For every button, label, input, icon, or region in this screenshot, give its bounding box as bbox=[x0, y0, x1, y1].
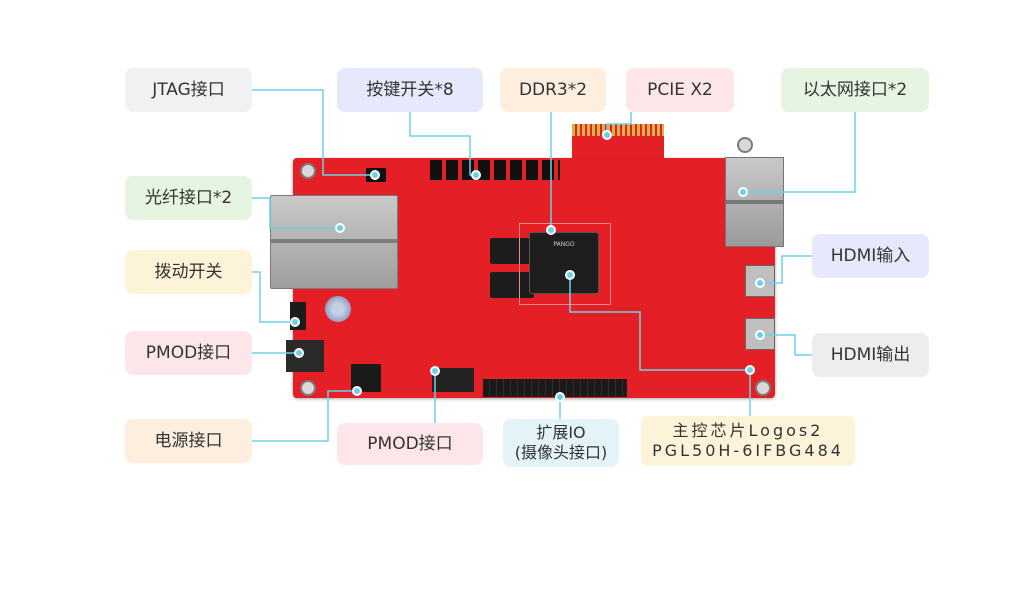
mount-hole-icon bbox=[300, 163, 316, 179]
marker-dot bbox=[602, 130, 612, 140]
mount-hole-icon bbox=[737, 137, 753, 153]
marker-dot bbox=[294, 348, 304, 358]
marker-dot bbox=[430, 366, 440, 376]
expansion-header bbox=[483, 379, 627, 397]
marker-dot bbox=[546, 225, 556, 235]
fpga-outline bbox=[519, 223, 611, 305]
label-expansion-line2: (摄像头接口) bbox=[514, 443, 608, 462]
label-expansion-line1: 扩展IO bbox=[536, 423, 586, 442]
leader-chip bbox=[569, 275, 750, 371]
marker-dot bbox=[352, 386, 362, 396]
ethernet-jacks bbox=[725, 157, 784, 247]
marker-dot bbox=[755, 278, 765, 288]
label-chip: 主控芯片Logos2 PGL50H-6IFBG484 bbox=[641, 416, 855, 466]
marker-dot bbox=[745, 365, 755, 375]
label-hdmi-in: HDMI输入 bbox=[812, 234, 929, 278]
label-pcie: PCIE X2 bbox=[626, 68, 734, 112]
label-ethernet: 以太网接口*2 bbox=[781, 68, 929, 112]
fpga-brand: PANGO bbox=[553, 241, 575, 248]
marker-dot bbox=[370, 170, 380, 180]
pcie-gold-fingers bbox=[572, 124, 664, 136]
capacitor bbox=[325, 296, 351, 322]
leader-keys bbox=[409, 112, 476, 176]
label-chip-line2: PGL50H-6IFBG484 bbox=[652, 441, 844, 460]
label-power: 电源接口 bbox=[125, 419, 252, 463]
key-switch-row bbox=[430, 160, 560, 180]
leader-jtag bbox=[252, 89, 375, 176]
marker-dot bbox=[755, 330, 765, 340]
leader-ethernet bbox=[743, 90, 856, 193]
label-chip-line1: 主控芯片Logos2 bbox=[672, 421, 824, 440]
pmod-connector-left bbox=[286, 340, 324, 372]
leader-power bbox=[252, 390, 357, 442]
label-jtag: JTAG接口 bbox=[125, 68, 252, 112]
fpga-chip: PANGO bbox=[529, 232, 599, 294]
label-ddr3: DDR3*2 bbox=[500, 68, 606, 112]
label-keys: 按键开关*8 bbox=[337, 68, 483, 112]
marker-dot bbox=[471, 170, 481, 180]
marker-dot bbox=[738, 187, 748, 197]
leader-dip bbox=[252, 271, 292, 323]
label-sfp: 光纤接口*2 bbox=[125, 176, 252, 220]
marker-dot bbox=[555, 392, 565, 402]
label-pmod-left: PMOD接口 bbox=[125, 331, 252, 375]
leader-hdmi-out bbox=[760, 334, 812, 356]
sfp-cages bbox=[270, 195, 398, 289]
leader-pcie bbox=[606, 112, 632, 134]
label-expansion: 扩展IO (摄像头接口) bbox=[503, 419, 619, 467]
label-pmod-bottom: PMOD接口 bbox=[337, 423, 483, 465]
leader-hdmi-in bbox=[760, 255, 812, 284]
marker-dot bbox=[290, 317, 300, 327]
marker-dot bbox=[335, 223, 345, 233]
ddr3-chip bbox=[490, 238, 534, 264]
mount-hole-icon bbox=[300, 380, 316, 396]
label-dip: 拨动开关 bbox=[125, 250, 252, 294]
mount-hole-icon bbox=[755, 380, 771, 396]
ddr3-chip bbox=[490, 272, 534, 298]
label-hdmi-out: HDMI输出 bbox=[812, 333, 929, 377]
marker-dot bbox=[565, 270, 575, 280]
leader-sfp bbox=[252, 197, 340, 229]
